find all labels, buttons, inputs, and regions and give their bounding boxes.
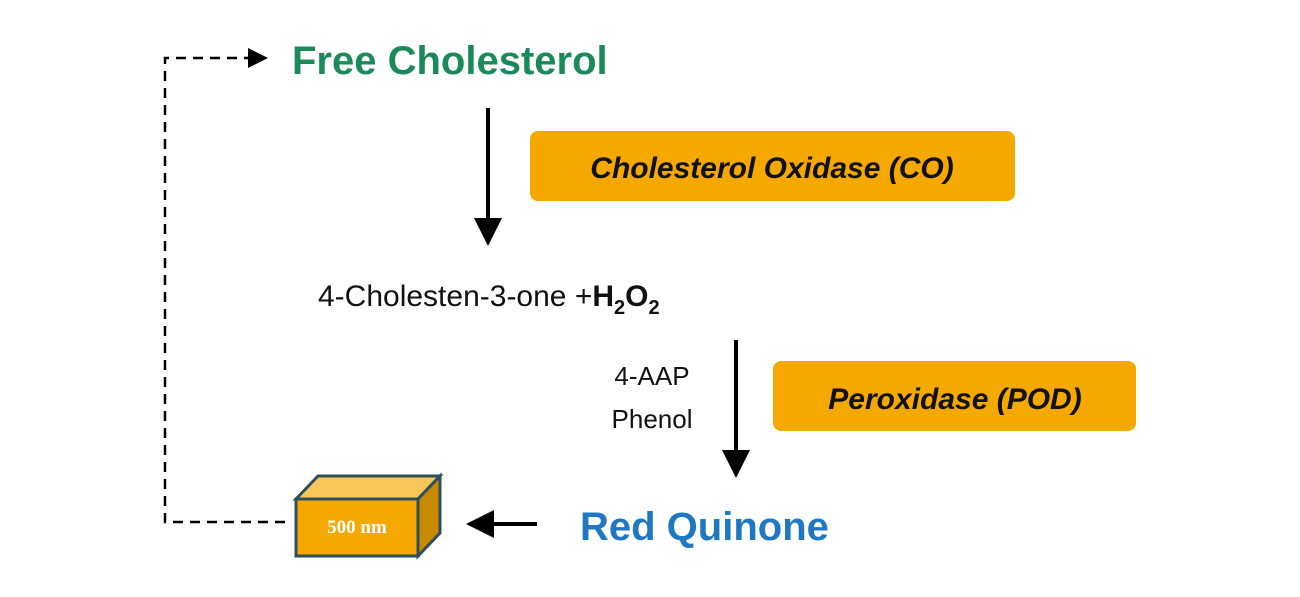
h2o2-h-sub: 2 bbox=[614, 297, 625, 319]
peroxidase-label: Peroxidase (POD) bbox=[828, 383, 1081, 416]
intermediate-prefix: 4-Cholesten-3-one + bbox=[318, 280, 592, 313]
reagent-phenol: Phenol bbox=[612, 404, 693, 434]
h2o2-h: H bbox=[592, 280, 614, 313]
free-cholesterol-label: Free Cholesterol bbox=[292, 39, 608, 83]
reagent-4aap: 4-AAP bbox=[614, 361, 689, 391]
dashed-feedback-loop bbox=[163, 48, 285, 524]
cholesterol-oxidase-label: Cholesterol Oxidase (CO) bbox=[590, 152, 953, 185]
arrow-pod-step bbox=[722, 340, 750, 478]
intermediate-label: 4-Cholesten-3-one +H2O2 bbox=[318, 280, 660, 319]
enzyme-box-peroxidase: Peroxidase (POD) bbox=[773, 361, 1136, 431]
enzyme-box-cholesterol-oxidase: Cholesterol Oxidase (CO) bbox=[530, 131, 1015, 201]
red-quinone-label: Red Quinone bbox=[580, 505, 829, 549]
h2o2-o: O bbox=[625, 280, 648, 313]
detector-box-icon: 500 nm bbox=[292, 472, 444, 560]
detector-wavelength-label: 500 nm bbox=[327, 517, 387, 538]
h2o2-o-sub: 2 bbox=[648, 297, 659, 319]
arrow-to-detector bbox=[466, 510, 537, 538]
arrow-co-step bbox=[474, 108, 502, 246]
